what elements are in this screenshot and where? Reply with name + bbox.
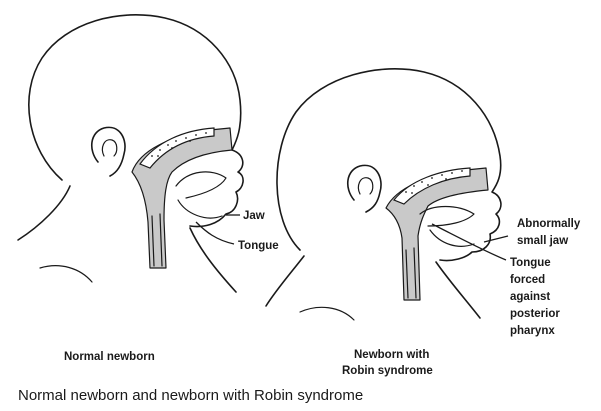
label-abnormally-small-jaw-line2: small jaw [517, 235, 568, 247]
normal-ear-inner [102, 140, 116, 156]
normal-ear [92, 127, 125, 176]
robin-ear [348, 165, 381, 212]
label-tongue-forced-line3: against [510, 291, 550, 303]
normal-airway [132, 128, 232, 268]
label-tongue-forced-line5: pharynx [510, 325, 555, 337]
normal-newborn-illustration [18, 15, 243, 292]
right-panel-title-line1: Newborn with [354, 349, 429, 361]
label-tongue-forced-line2: forced [510, 274, 545, 286]
label-tongue-forced-line1: Tongue [510, 257, 551, 269]
left-panel-title: Normal newborn [64, 351, 155, 363]
robin-tongue [420, 207, 474, 227]
normal-tongue-leader [196, 222, 234, 244]
robin-shoulder-line [300, 307, 354, 320]
robin-chin-neck-line [436, 262, 480, 318]
label-abnormally-small-jaw-line1: Abnormally [517, 218, 581, 230]
robin-neck-line [266, 256, 304, 306]
normal-shoulder-line [40, 266, 92, 282]
robin-ear-inner [358, 178, 372, 194]
normal-head-outline [29, 15, 243, 227]
label-tongue: Tongue [238, 240, 279, 252]
right-panel-title-line2: Robin syndrome [342, 365, 433, 377]
robin-jaw-inner [430, 230, 474, 246]
normal-tongue [176, 172, 226, 198]
robin-head-outline [277, 69, 501, 261]
label-tongue-forced-line4: posterior [510, 308, 560, 320]
robin-jaw-leader [484, 236, 508, 242]
normal-jaw-inner [178, 200, 222, 218]
figure-caption: Normal newborn and newborn with Robin sy… [18, 387, 363, 404]
label-jaw: Jaw [243, 210, 265, 222]
normal-neck-line [18, 186, 70, 240]
normal-chin-neck-line [190, 228, 236, 292]
robin-newborn-illustration [266, 69, 508, 320]
robin-airway [386, 168, 488, 300]
